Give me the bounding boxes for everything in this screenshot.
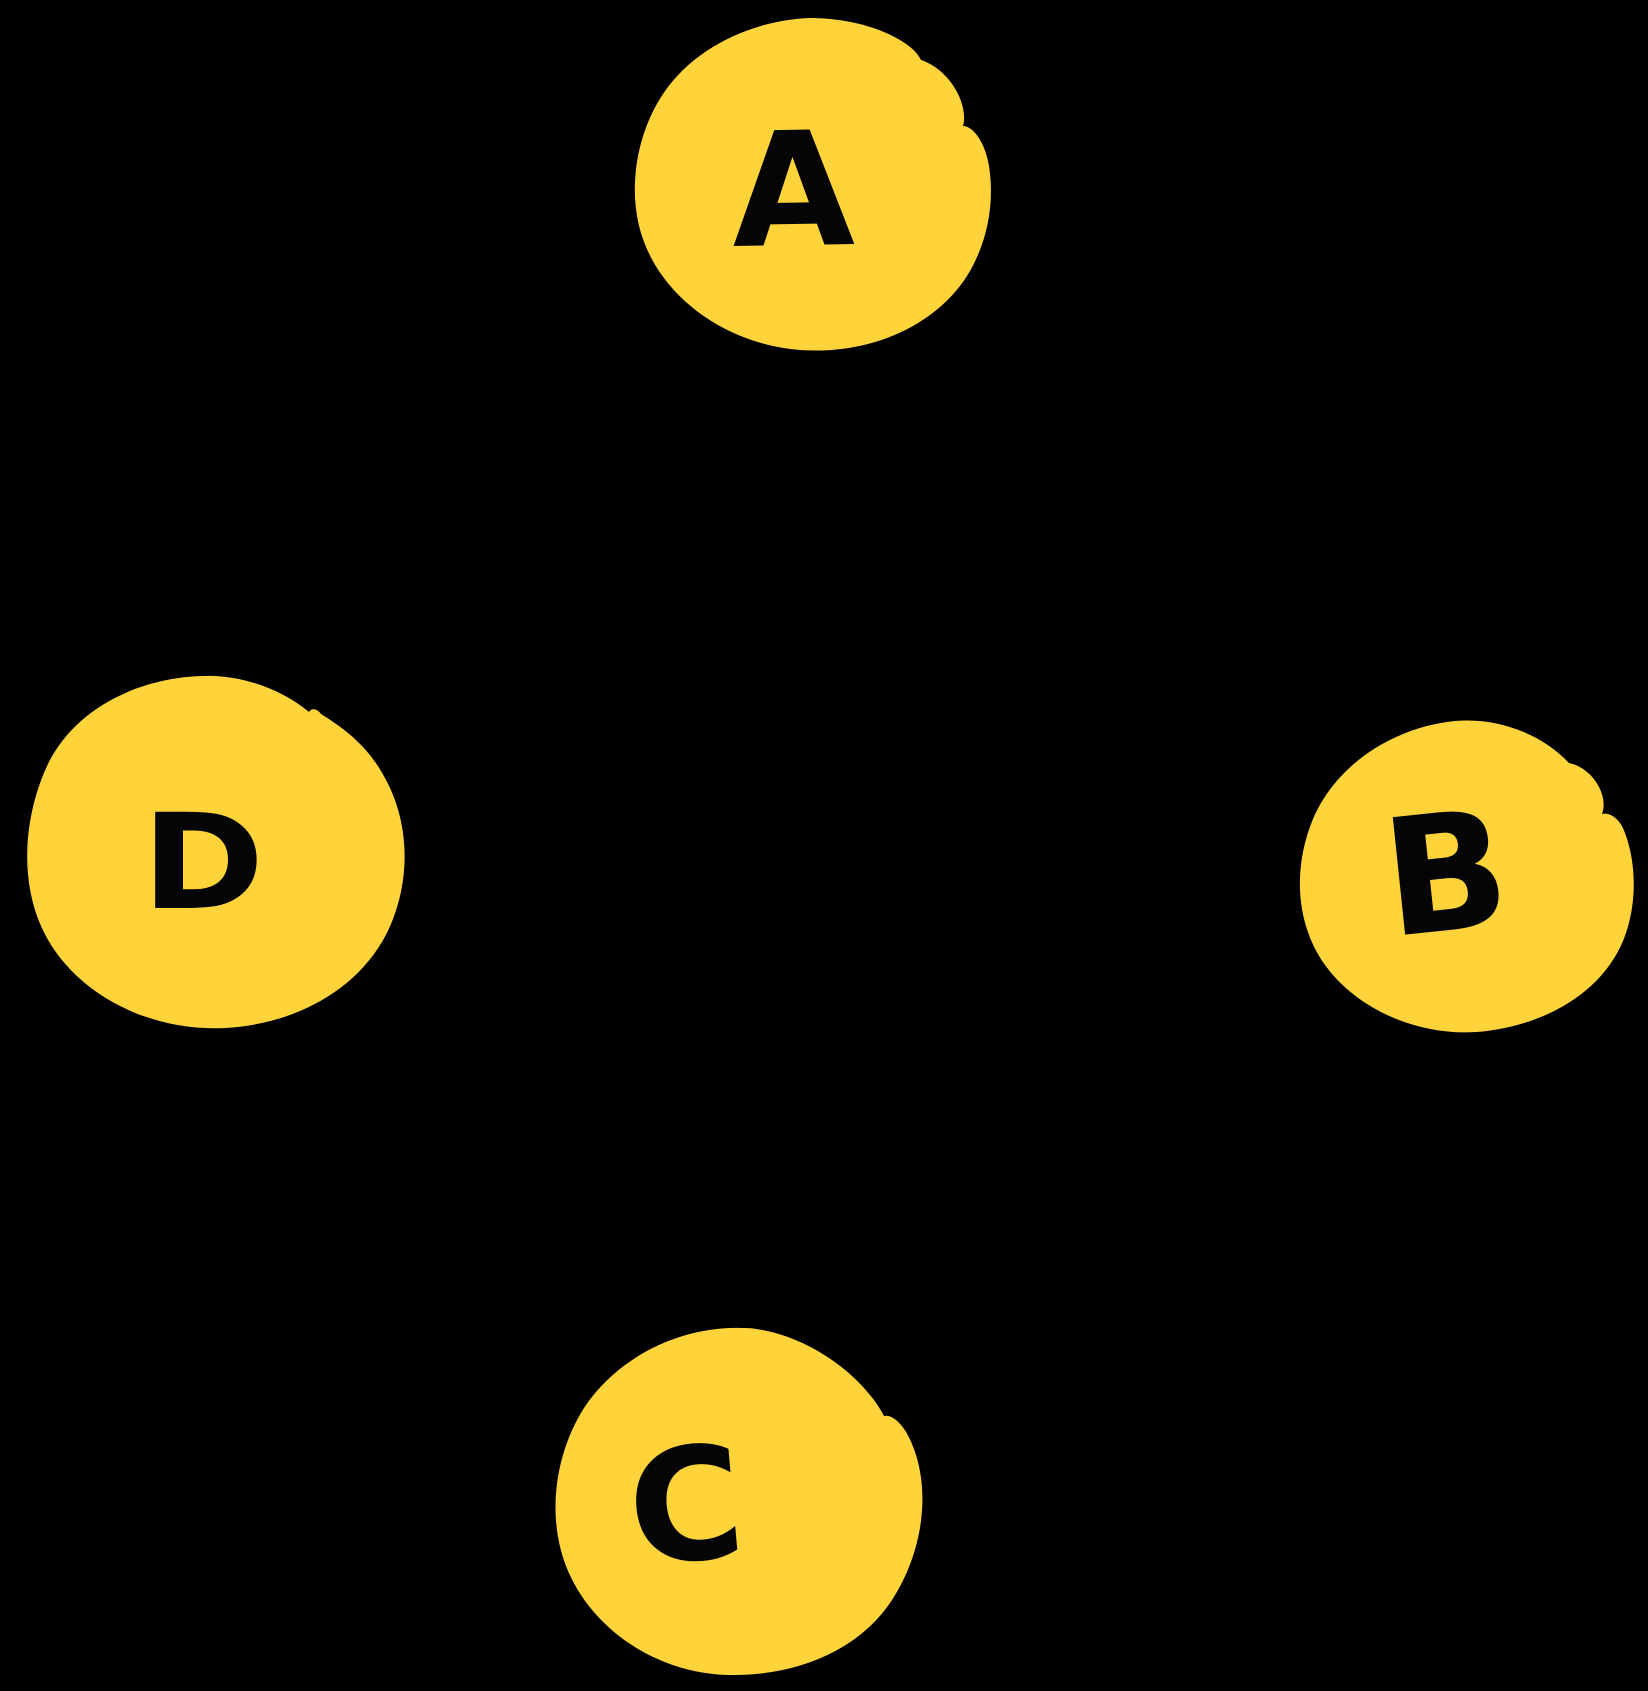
node-d-blob xyxy=(27,675,405,1029)
node-d-label: D xyxy=(141,786,264,940)
node-b-blob xyxy=(1299,720,1634,1033)
node-a-blob xyxy=(634,18,991,351)
node-b-label: B xyxy=(1374,775,1518,975)
node-d[interactable]: D xyxy=(17,672,410,1030)
node-c[interactable]: C xyxy=(532,1322,928,1678)
node-c-blob xyxy=(555,1327,923,1676)
node-c-label: C xyxy=(621,1410,751,1602)
node-b[interactable]: B xyxy=(1287,715,1637,1037)
node-a[interactable]: A xyxy=(615,14,997,354)
node-a-label: A xyxy=(730,97,856,285)
